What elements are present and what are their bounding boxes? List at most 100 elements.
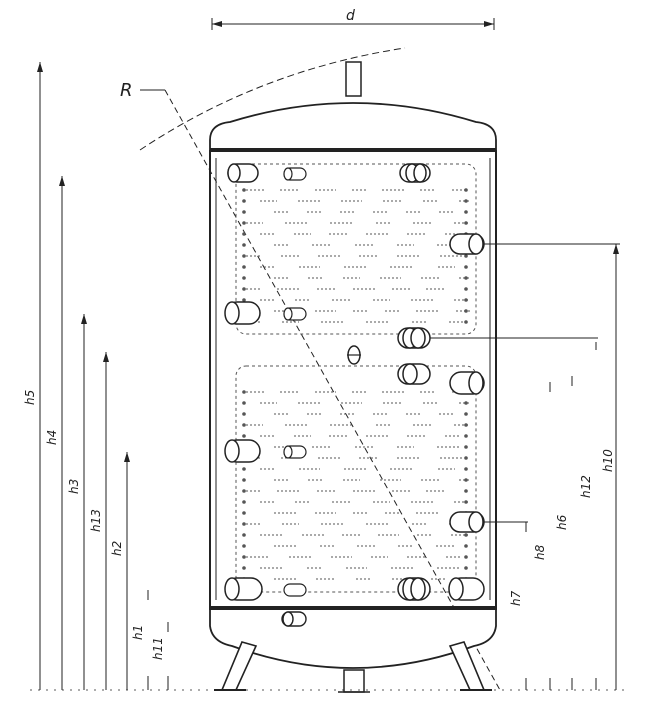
coil-turn-marker: [464, 544, 468, 548]
dim-h7: h7: [509, 522, 527, 690]
dim-h4: h4: [45, 176, 65, 690]
port-small-lower: [283, 445, 307, 459]
label-h11: h11: [151, 637, 165, 660]
coil-turn-marker: [242, 478, 246, 482]
coil-turn-marker: [242, 522, 246, 526]
dim-h11: h11: [151, 622, 169, 690]
coil-turn-marker: [464, 500, 468, 504]
coil-turn-marker: [242, 188, 246, 192]
coil-turn-marker: [242, 423, 246, 427]
label-h4: h4: [45, 430, 59, 445]
label-h8: h8: [533, 544, 547, 560]
dim-h13: h13: [89, 352, 109, 690]
coil-turn-marker: [242, 500, 246, 504]
coil-turn-marker: [464, 434, 468, 438]
coil-turn-marker: [464, 456, 468, 460]
port-right-bottom-coil: [397, 577, 431, 601]
coil-turn-marker: [464, 188, 468, 192]
tank-body: [209, 61, 497, 693]
coil-turn-marker: [464, 287, 468, 291]
port-right-h12: [397, 327, 431, 349]
port-small-mid: [283, 307, 307, 321]
coil-turn-marker: [242, 511, 246, 515]
port-left-mid: [224, 301, 261, 325]
dimension-d: d: [211, 8, 495, 30]
label-d: d: [346, 8, 355, 24]
top-dome: [209, 102, 497, 152]
port-left-top: [227, 163, 259, 183]
port-right-top: [399, 163, 431, 183]
label-h5: h5: [23, 390, 37, 405]
right-leaders: [430, 243, 620, 523]
coil-turn-marker: [464, 309, 468, 313]
coil-turn-marker: [242, 544, 246, 548]
coil-turn-marker: [464, 320, 468, 324]
coil-turn-marker: [242, 232, 246, 236]
port-right-h6: [449, 371, 485, 395]
port-small-top: [283, 167, 307, 181]
coil-turn-marker: [242, 533, 246, 537]
support-legs: [214, 641, 492, 691]
top-nozzle: [345, 61, 362, 97]
leg-right: [448, 641, 486, 691]
coil-turn-marker: [242, 489, 246, 493]
coil-turn-marker: [242, 287, 246, 291]
coil-turn-marker: [242, 555, 246, 559]
coil-turn-marker: [242, 210, 246, 214]
coil-turn-marker: [242, 566, 246, 570]
port-right-h10: [449, 233, 485, 255]
dim-h1: h1: [131, 590, 149, 690]
coil-turn-marker: [242, 467, 246, 471]
right-dimensions: h10 h12 h6 h8 h7: [509, 244, 619, 690]
coil-turn-marker: [464, 478, 468, 482]
label-h6: h6: [555, 514, 569, 530]
coil-turn-marker: [464, 254, 468, 258]
port-left-bottom: [224, 577, 263, 601]
leg-left: [220, 641, 258, 691]
dim-h5: h5: [23, 62, 43, 690]
coil-turn-marker: [242, 254, 246, 258]
coil-turn-marker: [242, 243, 246, 247]
label-h12: h12: [579, 475, 593, 498]
radius-indicator: R: [120, 47, 501, 691]
label-h7: h7: [509, 590, 523, 606]
coil-turn-marker: [464, 467, 468, 471]
coil-turn-marker: [464, 199, 468, 203]
port-bottom-dome: [281, 611, 307, 627]
coil-turn-marker: [242, 276, 246, 280]
coil-turn-marker: [464, 555, 468, 559]
lower-coil: [235, 365, 477, 593]
bottom-drain: [343, 669, 365, 693]
dim-h2: h2: [110, 452, 130, 690]
coil-turn-marker: [464, 265, 468, 269]
label-h10: h10: [601, 449, 615, 472]
coil-turn-marker: [242, 265, 246, 269]
coil-turn-marker: [464, 489, 468, 493]
dim-h3: h3: [67, 314, 87, 690]
label-R: R: [120, 80, 133, 101]
port-right-h8: [449, 511, 485, 533]
coil-turn-marker: [464, 298, 468, 302]
label-h1: h1: [131, 625, 145, 640]
coil-turn-marker: [464, 221, 468, 225]
coil-turn-marker: [242, 221, 246, 225]
coil-turn-marker: [242, 199, 246, 203]
dim-h6: h6: [555, 376, 573, 690]
label-h3: h3: [67, 479, 81, 494]
bottom-dome: [209, 610, 497, 669]
coil-turn-marker: [464, 401, 468, 405]
coil-turn-marker: [242, 412, 246, 416]
coil-turn-marker: [242, 401, 246, 405]
port-right-coil2-top: [397, 363, 431, 385]
label-h13: h13: [89, 509, 103, 532]
port-left-lower: [224, 439, 261, 463]
coil-turn-marker: [242, 390, 246, 394]
dim-h8: h8: [533, 382, 551, 690]
port-right-h7: [448, 577, 485, 601]
coil-turn-marker: [464, 423, 468, 427]
label-h2: h2: [110, 541, 124, 556]
coil-turn-marker: [464, 412, 468, 416]
coil-turn-marker: [464, 445, 468, 449]
sensor-center: [347, 345, 361, 365]
